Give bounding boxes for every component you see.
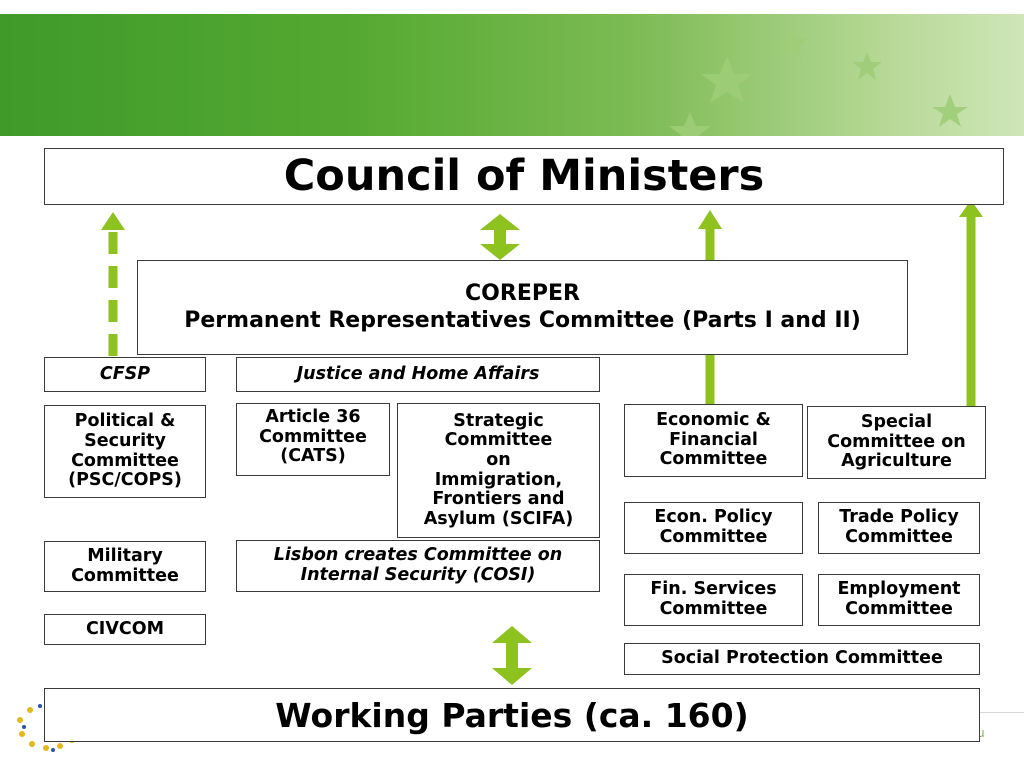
civcom-label: CIVCOM — [85, 618, 165, 639]
banner-stars — [669, 24, 968, 136]
special-committee-agriculture-box: Special Committee on Agriculture — [807, 406, 986, 479]
social-protection-label: Social Protection Committee — [661, 648, 943, 669]
agriculture-label: Special Committee on Agriculture — [827, 412, 966, 472]
psc-label: Political & Security Committee (PSC/COPS… — [68, 411, 182, 491]
scifa-box: Strategic Committee on Immigration, Fron… — [397, 403, 600, 538]
working-parties-box: Working Parties (ca. 160) — [44, 688, 980, 742]
cosi-label: Lisbon creates Committee on Internal Sec… — [273, 545, 563, 585]
fin-services-label: Fin. Services Committee — [650, 579, 777, 619]
coreper-text: COREPER Permanent Representatives Commit… — [184, 281, 861, 333]
econ-policy-label: Econ. Policy Committee — [654, 507, 773, 547]
footer-divider — [980, 712, 1024, 713]
agriculture-arrow — [959, 200, 983, 430]
trade-policy-committee-box: Trade Policy Committee — [818, 502, 980, 554]
scifa-label: Strategic Committee on Immigration, Fron… — [423, 410, 574, 529]
star-icon — [852, 52, 882, 80]
cats-box: Article 36 Committee (CATS) — [236, 403, 390, 476]
working-parties-label: Working Parties (ca. 160) — [275, 695, 749, 735]
jha-header: Justice and Home Affairs — [296, 363, 540, 384]
council-title: Council of Ministers — [283, 151, 765, 201]
cosi-box: Lisbon creates Committee on Internal Sec… — [236, 540, 600, 592]
star-icon — [669, 112, 711, 136]
cfsp-dashed-arrow — [101, 212, 125, 356]
coreper-double-arrow — [480, 214, 520, 260]
star-icon — [771, 24, 809, 60]
jha-header-box: Justice and Home Affairs — [236, 357, 600, 392]
fin-services-committee-box: Fin. Services Committee — [624, 574, 803, 626]
cfsp-header: CFSP — [99, 363, 151, 384]
cats-label: Article 36 Committee (CATS) — [259, 407, 367, 467]
social-protection-committee-box: Social Protection Committee — [624, 643, 980, 675]
econ-policy-committee-box: Econ. Policy Committee — [624, 502, 803, 554]
psc-box: Political & Security Committee (PSC/COPS… — [44, 405, 206, 498]
economic-financial-label: Economic & Financial Committee — [656, 410, 771, 470]
civcom-box: CIVCOM — [44, 614, 206, 645]
military-committee-label: Military Committee — [71, 545, 179, 586]
working-parties-double-arrow — [492, 626, 532, 685]
header-banner — [0, 14, 1024, 136]
council-of-ministers-box: Council of Ministers — [44, 148, 1004, 205]
star-icon — [701, 56, 753, 103]
star-icon — [932, 94, 968, 127]
coreper-box: COREPER Permanent Representatives Commit… — [137, 260, 908, 355]
military-committee-box: Military Committee — [44, 541, 206, 592]
employment-label: Employment Committee — [837, 579, 961, 619]
footer-url-fragment: u — [977, 726, 985, 740]
employment-committee-box: Employment Committee — [818, 574, 980, 626]
economic-financial-committee-box: Economic & Financial Committee — [624, 404, 803, 477]
trade-policy-label: Trade Policy Committee — [839, 507, 959, 547]
cfsp-header-box: CFSP — [44, 357, 206, 392]
